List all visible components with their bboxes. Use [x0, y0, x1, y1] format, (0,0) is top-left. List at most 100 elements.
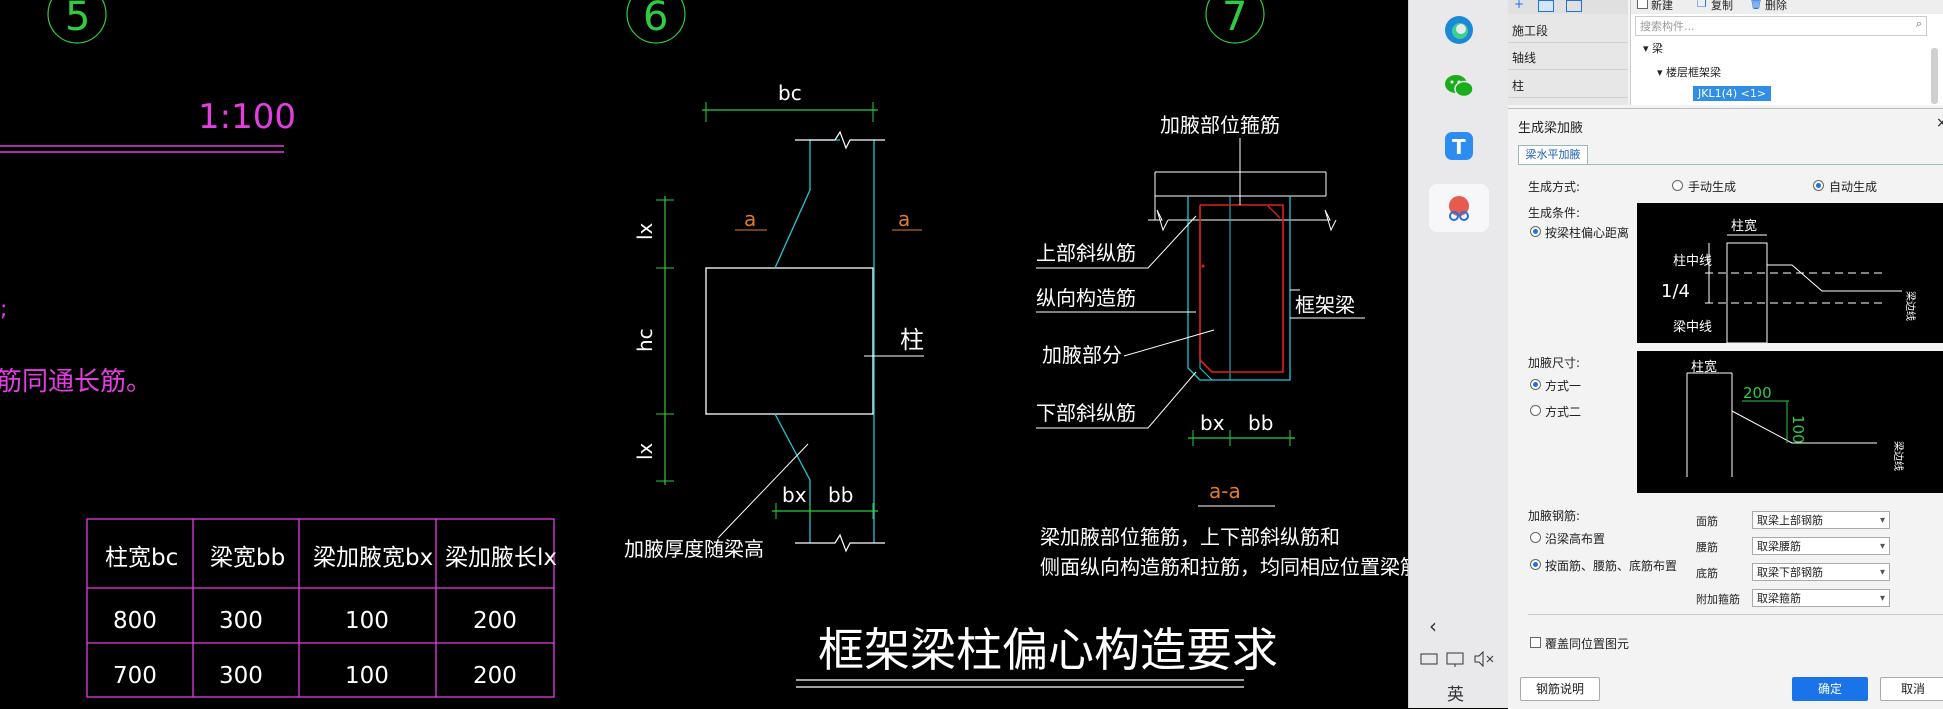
svg-text:T: T [1452, 135, 1466, 159]
plan-detail [656, 102, 924, 553]
table-cell: 100 [345, 608, 389, 634]
close-icon[interactable]: × [1936, 115, 1943, 131]
manual-radio[interactable] [1672, 180, 1683, 191]
axis-bubble-5 [47, 0, 107, 44]
table-cell: 200 [473, 663, 517, 689]
haunch-size-diagram: 柱宽 200 100 梁边线 [1637, 351, 1943, 493]
size-opt2-label: 方式二 [1545, 405, 1582, 419]
drawing-title: 框架梁柱偏心构造要求 [818, 623, 1278, 677]
size-opt2-radio[interactable] [1530, 405, 1541, 416]
dialog-title: 生成梁加腋 [1518, 121, 1584, 136]
new-button[interactable]: 新建 [1651, 0, 1673, 12]
copy-button[interactable]: 复制 [1711, 0, 1733, 12]
cancel-button[interactable]: 取消 [1880, 677, 1943, 701]
edge-icon[interactable] [1439, 10, 1479, 50]
diagram-beam-center: 梁中线 [1673, 320, 1712, 335]
tree-scrollbar[interactable] [1931, 48, 1938, 104]
size-opt1-label: 方式一 [1545, 379, 1582, 393]
note-line-1: 梁加腋部位箍筋，上下部斜纵筋和 [1040, 525, 1340, 549]
diagram-quarter: 1/4 [1661, 281, 1690, 302]
search-placeholder: 搜索构件... [1640, 20, 1695, 33]
list-view-icon[interactable] [1538, 0, 1554, 12]
rebar-help-button[interactable]: 钢筋说明 [1520, 677, 1600, 701]
scale-text: 1:100 [198, 97, 296, 137]
tab-horizontal-haunch[interactable]: 梁水平加腋 [1518, 145, 1588, 164]
dim-lx-bottom: lx [633, 442, 657, 460]
table-header: 柱宽bc [105, 545, 178, 571]
gen-cond-label: 生成条件: [1528, 206, 1581, 220]
tray-icons[interactable] [1419, 650, 1499, 672]
diagram2-h-dim: 200 [1743, 384, 1772, 402]
search-icon[interactable]: ⌕ [1915, 17, 1922, 30]
category-item[interactable]: 轴线 [1508, 46, 1628, 70]
cad-drawing: 5 6 7 1:100 ; 筋同通长筋。 柱宽bc 梁宽bb 梁加腋宽bx 梁加… [0, 0, 1410, 698]
overwrite-checkbox[interactable] [1530, 637, 1541, 648]
diagram2-v-dim: 100 [1789, 415, 1807, 444]
tree-node-root[interactable]: ▾ 梁 [1643, 42, 1664, 55]
section-mark-a: a [744, 207, 756, 231]
checkbox-icon[interactable] [1637, 0, 1648, 9]
table-cell: 300 [219, 663, 263, 689]
size-label: 加腋尺寸: [1528, 356, 1581, 370]
size-opt1-radio[interactable] [1530, 379, 1541, 390]
mini-toolbar: + [1508, 0, 1628, 14]
section-label: a-a [1209, 479, 1241, 503]
gen-mode-label: 生成方式: [1528, 180, 1581, 194]
section-dim-bb: bb [1248, 411, 1273, 435]
ime-indicator[interactable]: 英 [1447, 685, 1464, 705]
diagram-beam-side: 梁边线 [1904, 291, 1917, 321]
rebar-row-label: 附加箍筋 [1696, 593, 1740, 606]
frame-beam-label: 框架梁 [1295, 293, 1355, 317]
chevron-left-icon[interactable]: ‹ [1429, 614, 1437, 638]
delete-button[interactable]: 删除 [1765, 0, 1787, 12]
search-input[interactable]: 搜索构件... ⌕ [1635, 16, 1927, 36]
table-header: 梁加腋长lx [445, 545, 557, 571]
semicolon-text: ; [0, 297, 7, 322]
wechat-icon[interactable] [1439, 66, 1479, 106]
auto-label: 自动生成 [1829, 180, 1878, 194]
axis-bubble-6 [626, 0, 686, 44]
generate-haunch-dialog: 生成梁加腋 × 梁水平加腋 生成方式: 手动生成 自动生成 生成条件: 按梁柱偏… [1508, 108, 1943, 709]
component-tree: 新建 ❐ 复制 🗑 删除 搜索构件... ⌕ ▾ 梁 ▾ 楼层框架梁 JKL1(… [1630, 0, 1943, 105]
grid-view-icon[interactable] [1566, 0, 1582, 12]
pink-note-text: 筋同通长筋。 [0, 367, 152, 397]
rebar-row-select[interactable]: 取梁箍筋 [1752, 589, 1890, 608]
dim-bb: bb [828, 483, 853, 507]
copy-icon: ❐ [1697, 0, 1707, 10]
rebar-row-select[interactable]: 取梁下部钢筋 [1752, 563, 1890, 582]
overwrite-label: 覆盖同位置图元 [1545, 637, 1630, 651]
add-icon[interactable]: + [1514, 0, 1525, 11]
auto-radio[interactable] [1813, 180, 1824, 191]
section-dim-bx: bx [1200, 411, 1225, 435]
component-category-list: + 施工段 轴线 柱 [1508, 0, 1628, 105]
dim-lx-top: lx [633, 222, 657, 240]
dim-hc: hc [633, 328, 657, 352]
rebar-opt1-radio[interactable] [1530, 532, 1541, 543]
diagram-col-center: 柱中线 [1673, 254, 1712, 269]
rebar-row-label: 腰筋 [1696, 541, 1718, 554]
rebar-label: 加腋钢筋: [1528, 509, 1581, 523]
column-label: 柱 [900, 326, 924, 354]
note-line-2: 侧面纵向构造筋和拉筋，均同相应位置梁筋 [1040, 555, 1410, 579]
axis-label-5: 5 [65, 0, 90, 40]
rebar-row-select[interactable]: 取梁上部钢筋 [1752, 511, 1890, 530]
cad-drawing-canvas[interactable]: 5 6 7 1:100 ; 筋同通长筋。 柱宽bc 梁宽bb 梁加腋宽bx 梁加… [0, 0, 1410, 708]
tree-node-child[interactable]: ▾ 楼层框架梁 [1657, 66, 1722, 79]
rebar-opt2-radio[interactable] [1530, 559, 1541, 570]
lower-diagonal-label: 下部斜纵筋 [1036, 401, 1136, 425]
upper-diagonal-label: 上部斜纵筋 [1036, 241, 1136, 265]
category-item[interactable]: 柱 [1508, 74, 1628, 98]
tree-node-leaf[interactable]: JKL1(4) <1> [1693, 86, 1772, 101]
cond-radio[interactable] [1530, 226, 1541, 237]
snip-tool-icon[interactable] [1429, 184, 1489, 232]
rebar-row-select[interactable]: 取梁腰筋 [1752, 537, 1890, 556]
tencent-app-icon[interactable]: T [1439, 126, 1479, 166]
category-item[interactable]: 施工段 [1508, 19, 1628, 43]
ok-button[interactable]: 确定 [1792, 677, 1868, 701]
dim-bx: bx [782, 483, 807, 507]
diagram-col-width: 柱宽 [1731, 218, 1757, 234]
section-mark-a: a [898, 207, 910, 231]
app-panel: + 施工段 轴线 柱 新建 ❐ 复制 🗑 删除 搜索构件... ⌕ ▾ 梁 ▾ … [1508, 0, 1943, 709]
taskbar: T ‹ 英 [1408, 0, 1509, 708]
axis-label-7: 7 [1222, 0, 1247, 40]
